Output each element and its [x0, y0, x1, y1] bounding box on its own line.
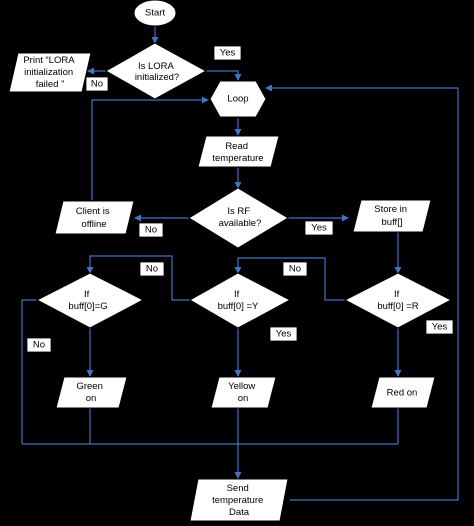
svg-text:Yes: Yes [276, 329, 292, 340]
yellow-on-label: Yellow on [228, 381, 258, 404]
svg-text:No: No [289, 264, 301, 275]
svg-text:No: No [146, 264, 158, 275]
svg-text:No: No [145, 225, 157, 236]
lora-initialized-decision: Is LORA initialized? [104, 42, 208, 100]
svg-text:No: No [33, 340, 45, 351]
rf-available-decision: Is RF available? [188, 187, 289, 249]
edge-label-lora-yes: Yes [213, 45, 242, 61]
edge-label-lora-no: No [85, 76, 109, 92]
send-temperature-label: Send temperature Data [212, 483, 266, 518]
edge-label-g-no-left: No [26, 337, 52, 353]
connectors [21, 27, 459, 501]
check-y-label: If buff[0] =Y [218, 289, 259, 312]
check-y-decision: If buff[0] =Y [188, 272, 292, 329]
rf-available-label: Is RF available? [219, 206, 262, 229]
green-on-node: Green on [55, 376, 128, 409]
edge-send-to-loop [265, 84, 459, 501]
print-lora-failed-label: Print “LORA initialization failed ” [23, 55, 76, 90]
loop-node: Loop [209, 80, 267, 118]
loop-label: Loop [227, 94, 248, 105]
client-offline-node: Client is offline [54, 200, 135, 235]
edge-label-r-yes: Yes [425, 319, 454, 335]
edge-g-no-to-bus [21, 299, 37, 444]
edge-label-rf-yes: Yes [304, 220, 334, 236]
store-in-buff-label: Store in buff[] [374, 204, 409, 228]
edge-client-to-loop [91, 96, 209, 200]
edge-label-rf-no: No [138, 222, 164, 238]
client-offline-label: Client is offline [76, 206, 112, 230]
read-temperature-label: Read temperature [212, 141, 263, 164]
yellow-on-node: Yellow on [210, 376, 277, 409]
svg-text:Yes: Yes [311, 223, 327, 234]
check-g-decision: If buff[0]=G [35, 272, 145, 329]
svg-text:Yes: Yes [432, 322, 448, 333]
edge-lora-yes-to-loop [206, 70, 242, 81]
svg-text:No: No [91, 79, 103, 90]
send-temperature-node: Send temperature Data [189, 478, 289, 522]
edge-r-no-to-y [234, 257, 345, 301]
lora-initialized-label: Is LORA initialized? [135, 61, 179, 83]
start-label: Start [145, 8, 165, 19]
edge-label-g-no-top: No [139, 261, 165, 277]
check-g-label: If buff[0]=G [68, 289, 107, 312]
red-on-label: Red on [387, 388, 418, 399]
print-lora-failed-node: Print “LORA initialization failed ” [8, 52, 92, 93]
edge-y-no-to-g [86, 255, 190, 301]
read-temperature-node: Read temperature [197, 135, 280, 168]
edge-label-y-no: No [282, 261, 308, 277]
store-in-buff-node: Store in buff[] [352, 199, 432, 233]
svg-text:Yes: Yes [220, 48, 236, 59]
green-on-label: Green on [76, 381, 105, 404]
check-r-label: If buff[0] =R [377, 289, 418, 312]
red-on-node: Red on [370, 376, 436, 409]
start-node: Start [133, 0, 177, 27]
check-r-decision: If buff[0] =R [343, 272, 453, 329]
edge-label-y-yes: Yes [269, 326, 298, 342]
